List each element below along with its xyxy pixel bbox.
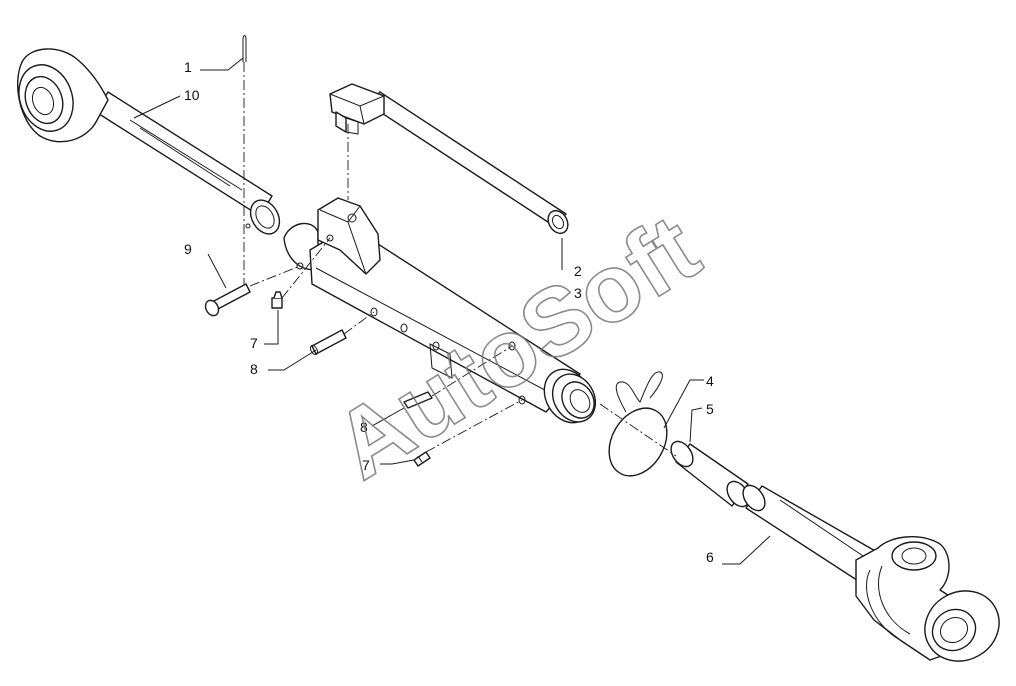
part-4-spring-clip bbox=[608, 371, 668, 477]
callout-6: 6 bbox=[706, 549, 714, 565]
assembly-lines bbox=[243, 62, 677, 457]
main-tube-body bbox=[283, 197, 597, 424]
part-10-eye-rod bbox=[16, 48, 281, 235]
callout-7-upper: 7 bbox=[250, 335, 258, 351]
part-2-clevis-pin bbox=[329, 83, 569, 235]
part-5-bush bbox=[670, 440, 750, 508]
callout-5: 5 bbox=[706, 401, 714, 417]
part-7-grease-nipple-a bbox=[271, 291, 283, 309]
callout-1: 1 bbox=[184, 59, 192, 75]
callout-8-lower: 8 bbox=[360, 419, 368, 435]
part-9-pin bbox=[204, 283, 251, 317]
part-6-fork-rod bbox=[742, 484, 1000, 662]
part-8-dowel-pin-b bbox=[403, 391, 433, 409]
callout-8-upper: 8 bbox=[250, 361, 258, 377]
callout-4: 4 bbox=[706, 373, 714, 389]
leader-lines bbox=[133, 57, 771, 565]
callout-10: 10 bbox=[184, 87, 200, 103]
callout-labels: 1 10 9 7 8 2 3 8 7 4 5 6 bbox=[184, 59, 714, 565]
callout-9: 9 bbox=[184, 241, 192, 257]
part-8-dowel-pin-a bbox=[309, 329, 347, 356]
callout-7-lower: 7 bbox=[362, 457, 370, 473]
part-7-grease-nipple-b bbox=[413, 451, 431, 467]
callout-2: 2 bbox=[574, 263, 582, 279]
callout-3: 3 bbox=[574, 285, 582, 301]
part-1-split-pin bbox=[242, 35, 247, 62]
